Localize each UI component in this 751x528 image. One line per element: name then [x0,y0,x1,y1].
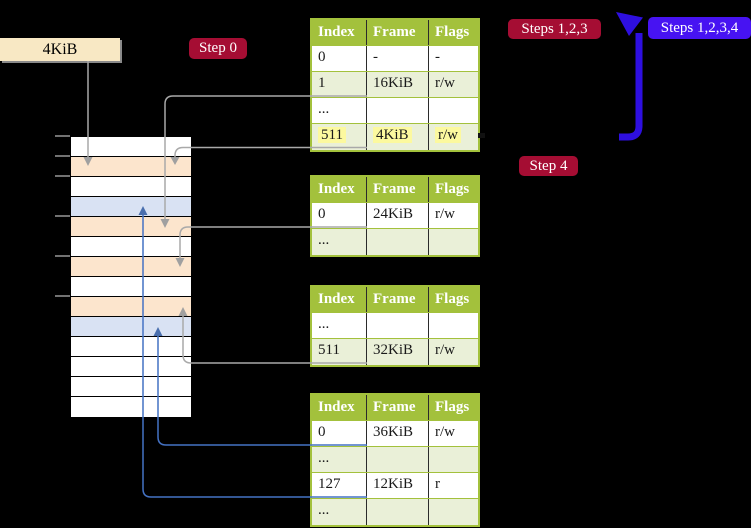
table-cell [429,98,478,123]
table-cell: 36KiB [367,421,429,446]
memory-row-4 [71,197,191,217]
table-cell: Flags [429,287,478,312]
table-cell: Index [312,395,367,420]
table-cell: Flags [429,395,478,420]
table-cell [367,229,429,255]
table-cell: 24KiB [367,203,429,228]
table-1-row-0: 0-- [312,46,478,72]
highlighted-value: 4KiB [373,127,412,143]
table-cell: 0 [312,203,367,228]
table-cell: 0 [312,46,367,71]
table-cell: 32KiB [367,339,429,365]
table-cell [429,499,478,525]
table-cell: Frame [367,20,429,45]
table-cell [367,447,429,472]
table-cell: 4KiB [367,124,429,150]
memory-row-2 [71,157,191,177]
memory-row-8 [71,277,191,297]
table-cell: - [367,46,429,71]
table-cell: r/w [429,72,478,97]
memory-row-14 [71,397,191,417]
highlighted-value: r/w [435,127,461,143]
table-cell: 0 [312,421,367,446]
memory-row-5 [71,217,191,237]
table-cell: r/w [435,424,455,440]
memory-row-3 [71,177,191,197]
table-cell: 16KiB [367,72,429,97]
table-cell: r [435,476,440,492]
table-cell: Frame [367,395,429,420]
memory-row-13 [71,377,191,397]
memory-row-6 [71,237,191,257]
step-4-badge: Step 4 [519,156,578,176]
table-cell: 511 [312,124,367,150]
table-4-row-1: ... [312,447,478,473]
memory-row-9 [71,297,191,317]
page-size-label: 4KiB [0,38,120,61]
memory-strip [70,136,192,418]
table-cell: 1 [312,72,367,97]
table-4-row-3: ... [312,499,478,525]
table-cell: Index [312,287,367,312]
blue-loop-arrow [616,12,643,141]
table-2-row-1: ... [312,229,478,255]
table-cell: Flags [429,177,478,202]
table-cell [429,229,478,255]
table-cell [429,313,478,338]
steps-123-badge: Steps 1,2,3 [508,19,601,39]
table-cell [429,447,478,472]
table-cell: 12KiB [367,473,429,498]
table-cell: ... [312,447,367,472]
table-cell: ... [312,98,367,123]
steps-1234-badge: Steps 1,2,3,4 [648,17,751,39]
step-0-badge: Step 0 [189,38,247,59]
table-1-row-3: 511 4KiB r/w [312,124,478,150]
table-1-row-2: ... [312,98,478,124]
table-cell: ... [312,499,367,525]
table-cell: Frame [367,287,429,312]
table-cell: ... [312,313,367,338]
highlighted-value: 511 [318,127,346,143]
table-cell: r/w [435,206,455,222]
table-cell: Index [312,20,367,45]
table-cell: 127 [312,473,367,498]
memory-row-7 [71,257,191,277]
table-cell: r/w [429,339,478,365]
table-cell: 511 [312,339,367,365]
table-cell [367,499,429,525]
memory-row-10 [71,317,191,337]
memory-row-11 [71,337,191,357]
table-cell [367,313,429,338]
table-cell: r/w [429,124,478,150]
memory-row-1 [71,137,191,157]
table-cell: Frame [367,177,429,202]
table-cell: - [435,49,440,65]
memory-row-12 [71,357,191,377]
table-3-row-0: ... [312,313,478,339]
table-cell: Flags [429,20,478,45]
memory-tick-marks [55,135,70,297]
table-cell: Index [312,177,367,202]
table-cell [367,98,429,123]
table-cell: ... [312,229,367,255]
